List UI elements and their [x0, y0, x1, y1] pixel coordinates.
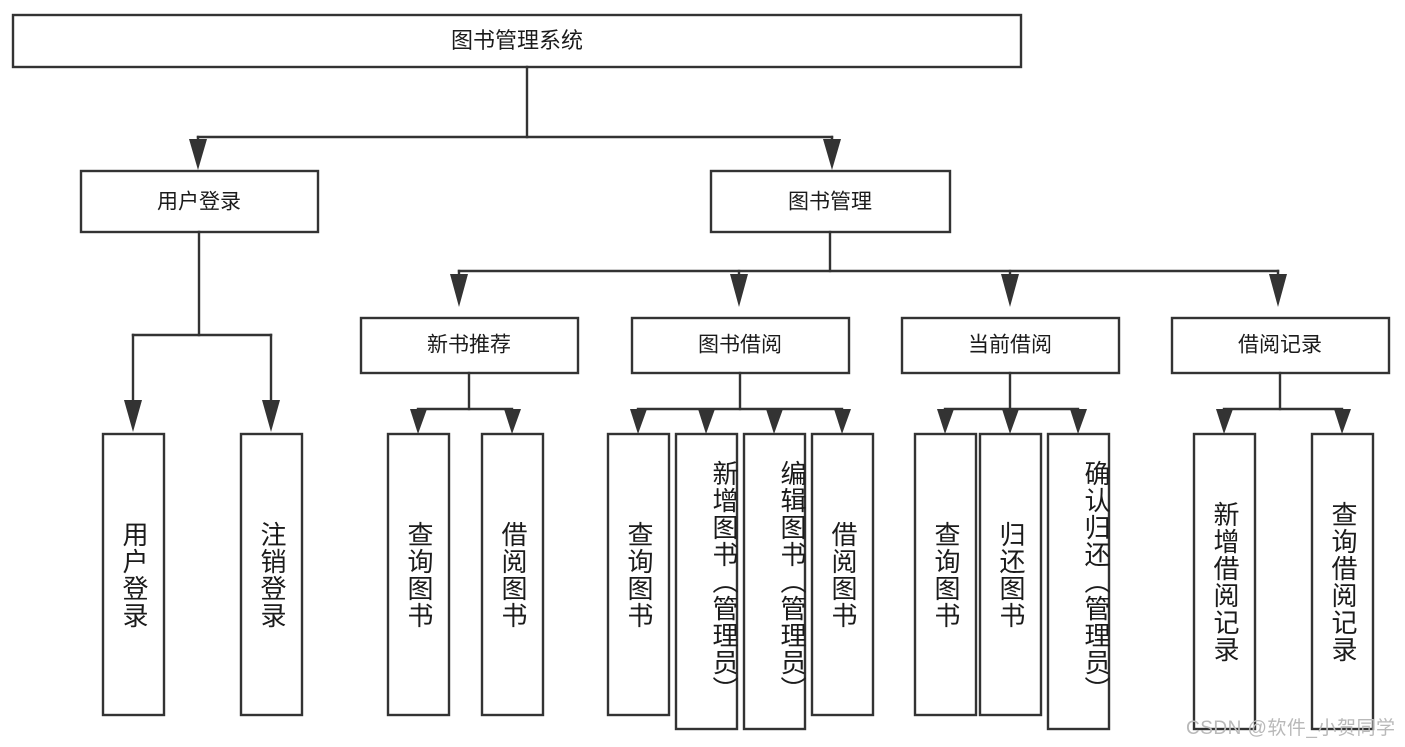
arrowhead-nbr-leaf-2: [504, 409, 521, 434]
arrowhead-bb-leaf-4: [834, 409, 851, 434]
arrowhead-user-login-leaf-2: [262, 400, 280, 432]
node-current-borrow[interactable]: 当前借阅: [900, 316, 1121, 375]
node-root-box[interactable]: [11, 13, 1023, 69]
node-new-book-recommend-label: 新书推荐: [427, 334, 511, 357]
node-user-login[interactable]: 用户登录: [79, 169, 320, 234]
node-book-manage-box[interactable]: [709, 169, 952, 234]
arrowhead-cb-leaf-2: [1002, 409, 1019, 434]
node-root-label: 图书管理系统: [451, 28, 583, 53]
arrowhead-bb-leaf-3: [766, 409, 783, 434]
leaf-box-br-2[interactable]: [1310, 432, 1375, 731]
node-book-borrow[interactable]: 图书借阅: [630, 316, 851, 375]
node-borrow-record-box[interactable]: [1170, 316, 1391, 375]
node-borrow-record[interactable]: 借阅记录: [1170, 316, 1391, 375]
leaf-box-cb-1[interactable]: [913, 432, 978, 717]
node-current-borrow-box[interactable]: [900, 316, 1121, 375]
node-new-book-recommend-box[interactable]: [359, 316, 580, 375]
leaf-box-user-login-2[interactable]: [239, 432, 304, 717]
node-root[interactable]: 图书管理系统: [11, 13, 1023, 69]
arrowhead-user-login-leaf-1: [124, 400, 142, 432]
node-current-borrow-label: 当前借阅: [968, 334, 1052, 357]
leaf-box-bb-1[interactable]: [606, 432, 671, 717]
arrowhead-br-leaf-1: [1216, 409, 1233, 434]
arrowhead-to-user-login: [189, 139, 207, 170]
arrowhead-br-leaf-2: [1334, 409, 1351, 434]
node-borrow-record-label: 借阅记录: [1238, 334, 1322, 357]
node-new-book-recommend[interactable]: 新书推荐: [359, 316, 580, 375]
node-book-manage[interactable]: 图书管理: [709, 169, 952, 234]
node-book-borrow-label: 图书借阅: [698, 334, 782, 357]
leaf-box-br-1[interactable]: [1192, 432, 1257, 731]
leaf-box-nbr-1[interactable]: [386, 432, 451, 717]
node-user-login-label: 用户登录: [157, 191, 241, 214]
arrowhead-to-book-manage: [823, 139, 841, 170]
node-book-borrow-box[interactable]: [630, 316, 851, 375]
arrowhead-to-book-borrow: [730, 274, 748, 307]
leaf-box-bb-2[interactable]: [674, 432, 739, 731]
arrowhead-nbr-leaf-1: [410, 409, 427, 434]
leaf-box-bb-4[interactable]: [810, 432, 875, 717]
arrowhead-to-borrow-record: [1269, 274, 1287, 307]
leaf-box-cb-2[interactable]: [978, 432, 1043, 717]
leaf-box-user-login-1[interactable]: [101, 432, 166, 717]
arrowhead-to-current-borrow: [1001, 274, 1019, 307]
leaf-box-cb-3[interactable]: [1046, 432, 1111, 731]
leaf-box-bb-3[interactable]: [742, 432, 807, 731]
watermark-text: CSDN @软件_小贺同学: [1186, 718, 1396, 739]
arrowhead-cb-leaf-1: [937, 409, 954, 434]
arrowhead-to-new-book: [450, 274, 468, 307]
arrowhead-cb-leaf-3: [1070, 409, 1087, 434]
node-book-manage-label: 图书管理: [788, 191, 872, 214]
arrowhead-bb-leaf-1: [630, 409, 647, 434]
arrowhead-bb-leaf-2: [698, 409, 715, 434]
leaf-box-nbr-2[interactable]: [480, 432, 545, 717]
